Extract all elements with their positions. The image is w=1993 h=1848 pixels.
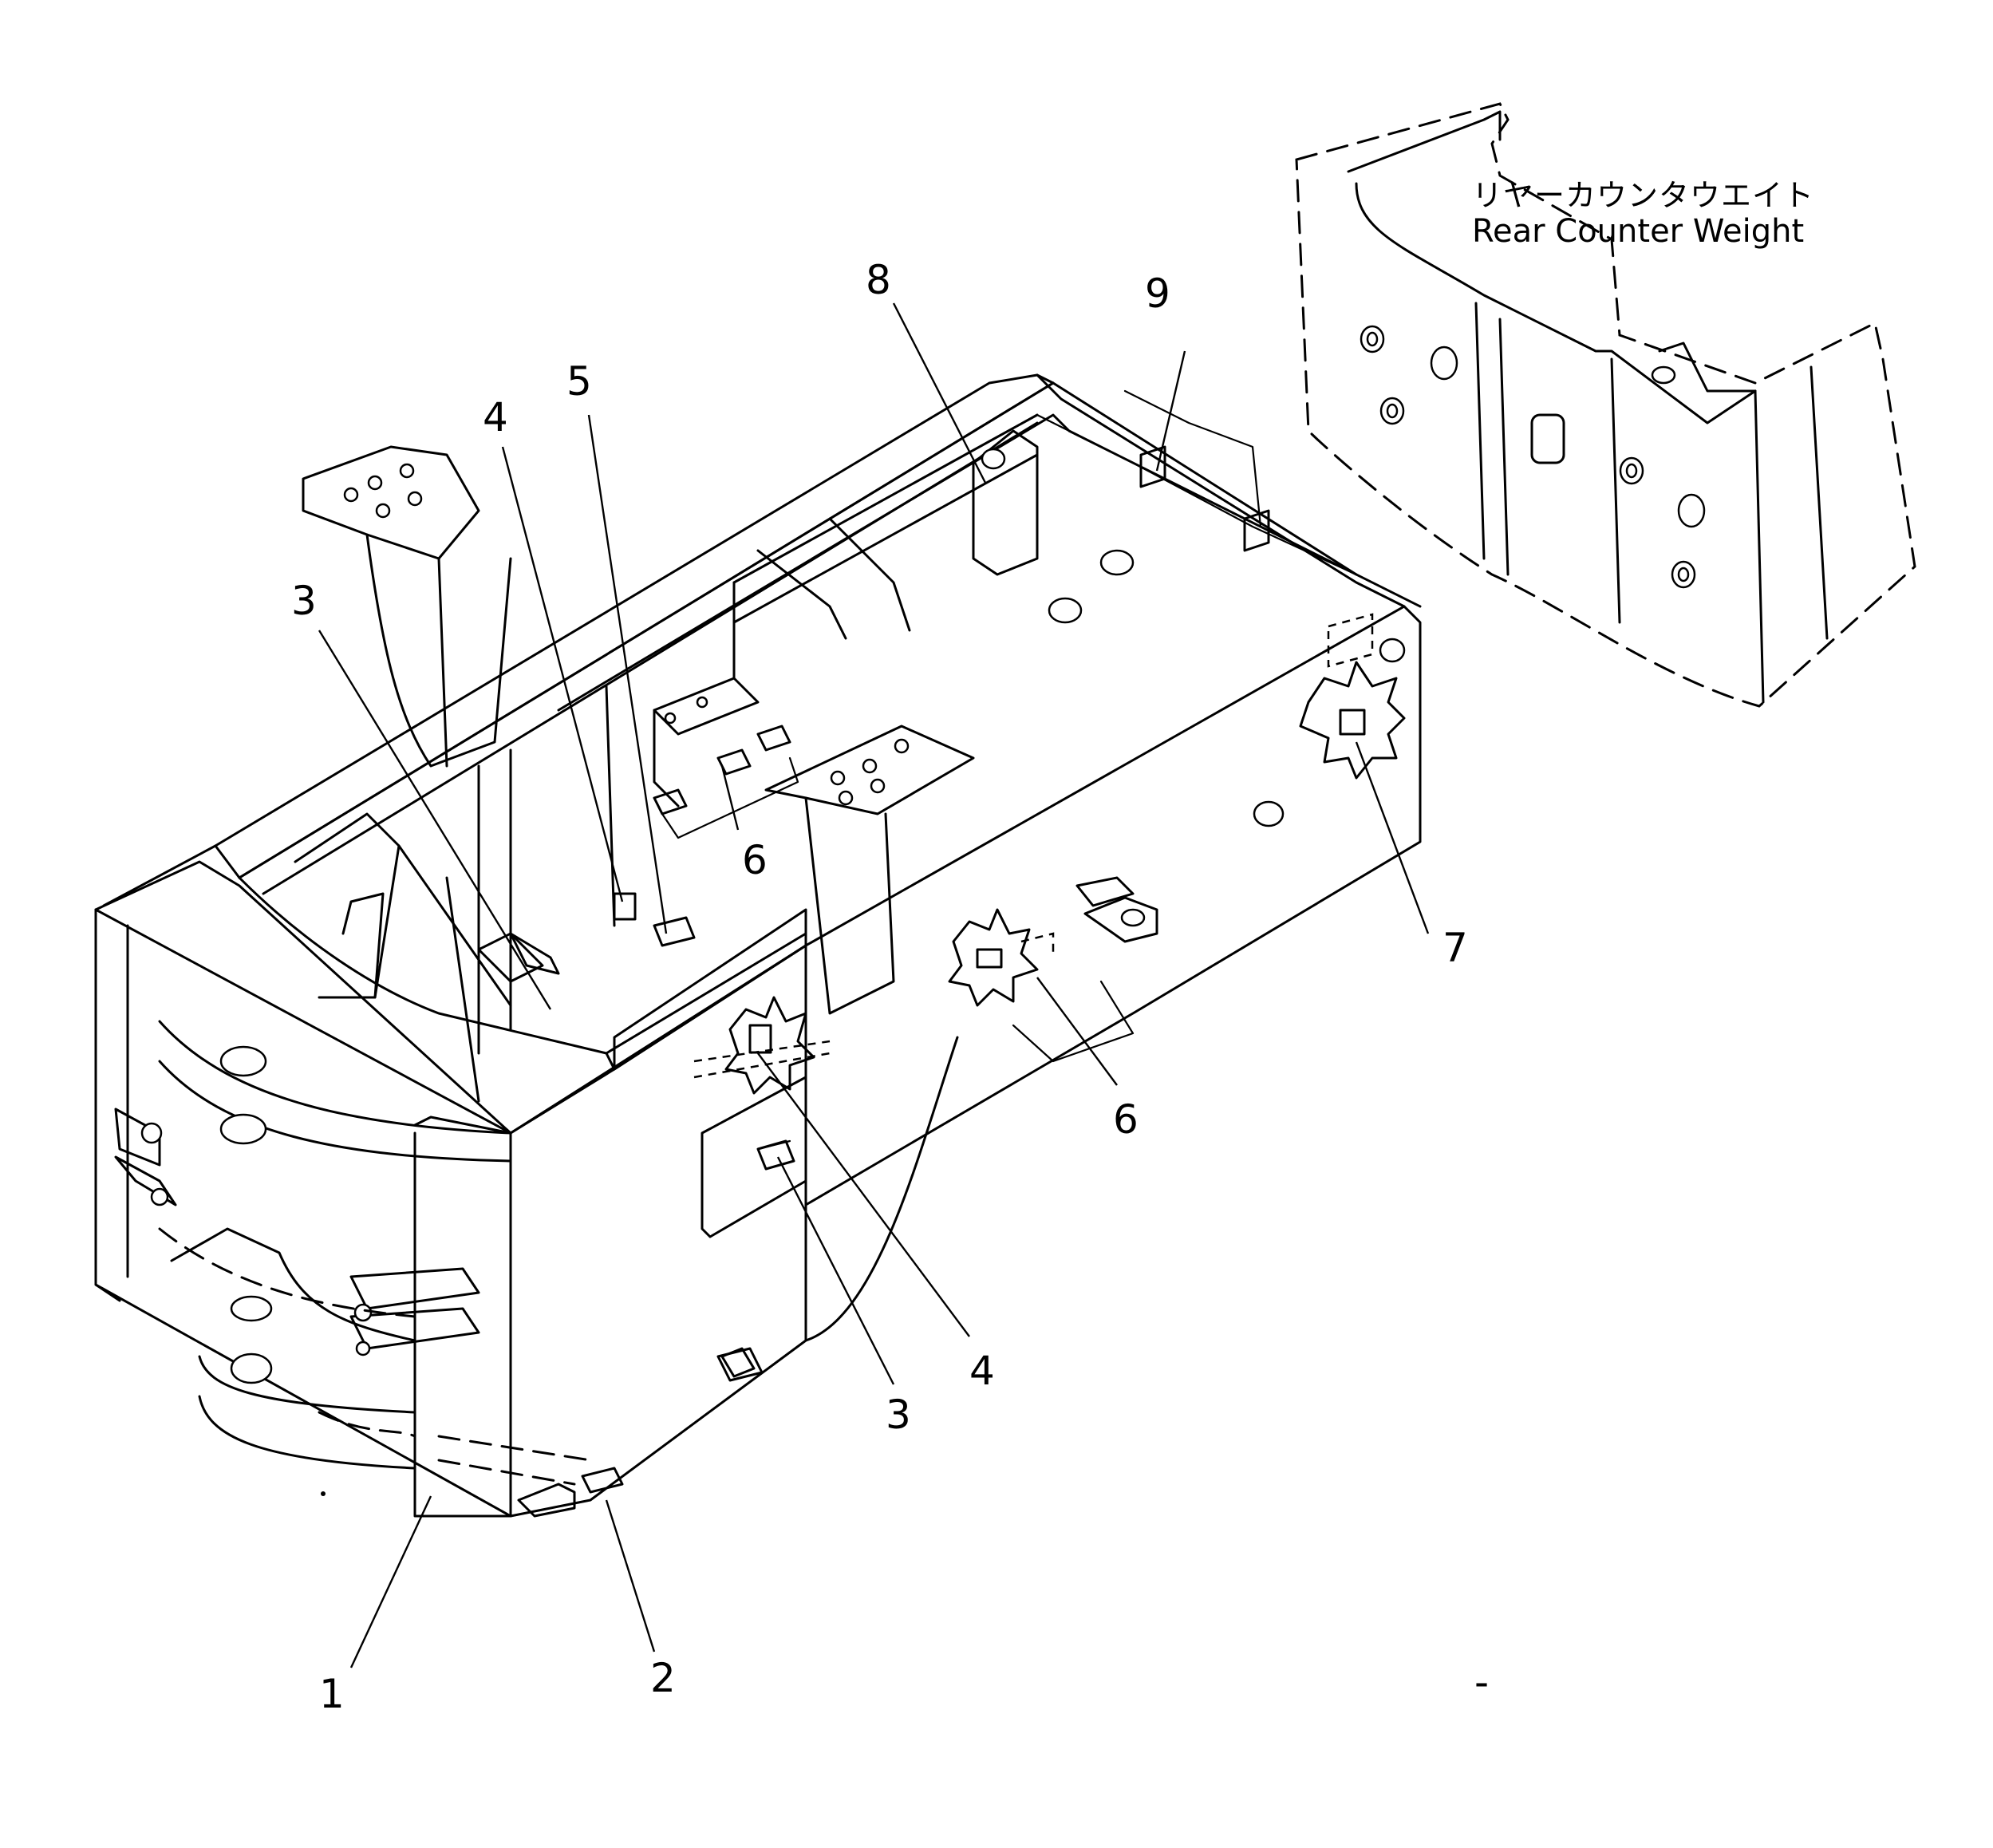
callout-7: 7 [1442,925,1468,971]
rear-counterweight [1295,102,1916,708]
callout-4-upper: 4 [483,394,508,440]
main-frame [94,373,1422,1518]
counterweight-label-jp: リヤーカウンタウエイト [1472,178,1814,213]
callout-6-upper: 6 [742,837,768,883]
callout-4-lower: 4 [969,1348,995,1394]
counterweight-label-en: Rear Counter Weight [1472,213,1804,250]
callout-3-upper: 3 [291,578,317,624]
callout-labels: 1 2 3 3 4 4 5 6 6 7 8 9 [291,257,1468,1717]
stray-dash-mark: - [1474,1659,1489,1705]
callout-2: 2 [650,1655,676,1701]
callout-3-lower: 3 [886,1392,911,1438]
leader-lines [318,302,1430,1668]
callout-6-lower: 6 [1113,1096,1139,1143]
counterweight-caption: リヤーカウンタウエイト Rear Counter Weight [1472,178,1814,250]
callout-9: 9 [1145,270,1170,317]
callout-1: 1 [319,1671,345,1717]
callout-5: 5 [566,358,592,405]
stray-dot [321,1491,326,1496]
callout-8: 8 [866,257,891,303]
